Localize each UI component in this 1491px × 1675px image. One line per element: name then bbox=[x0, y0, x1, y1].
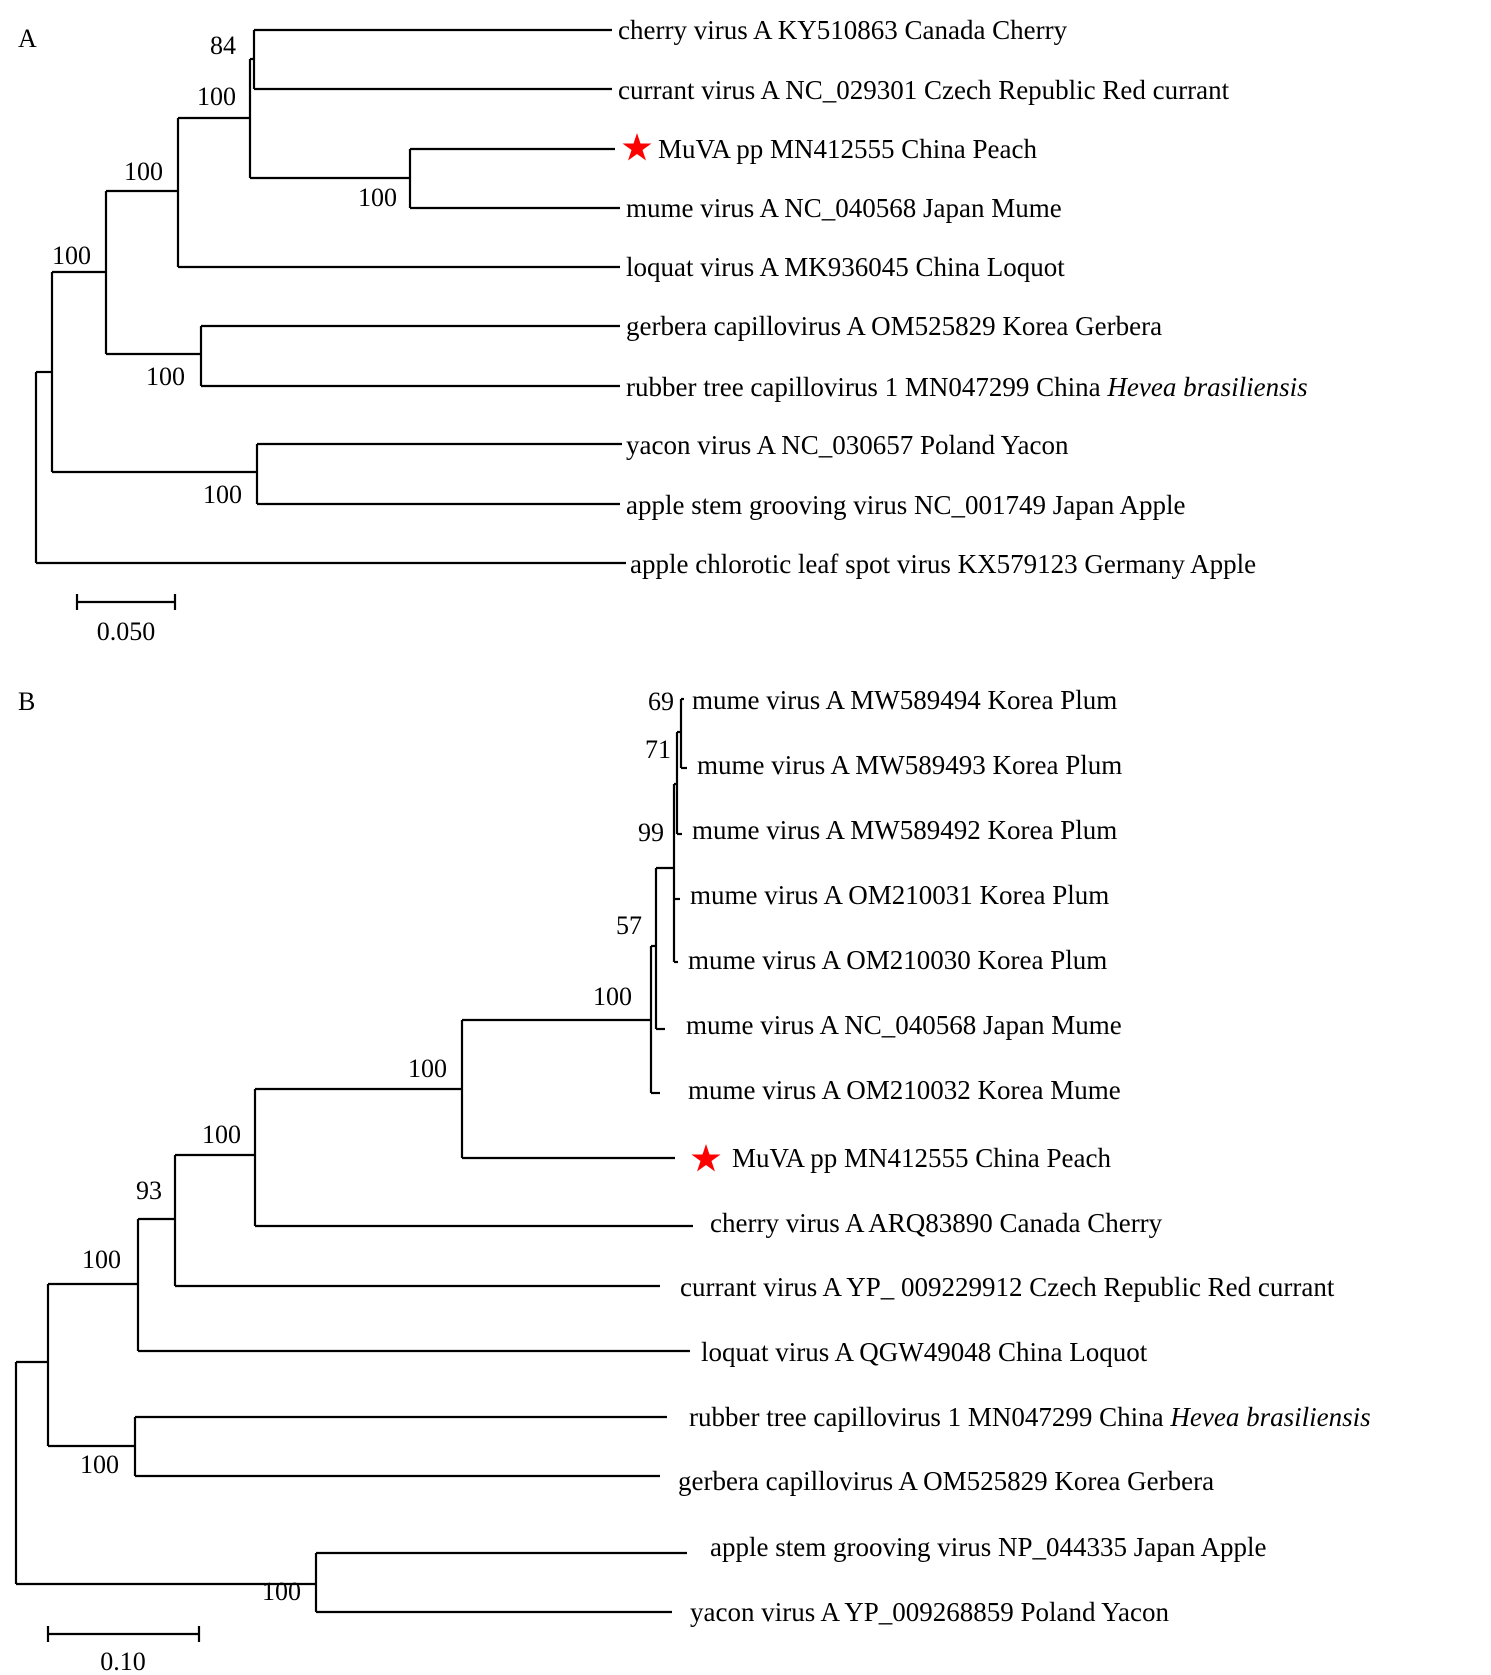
bootstrap-value: 100 bbox=[202, 1120, 241, 1149]
taxon-label: mume virus A MW589492 Korea Plum bbox=[692, 815, 1117, 845]
bootstrap-value: 100 bbox=[52, 241, 91, 270]
taxon-label-italic: Hevea brasiliensis bbox=[1106, 372, 1307, 402]
taxon-label-highlight: MuVA pp MN412555 China Peach bbox=[658, 134, 1038, 164]
taxon-label: yacon virus A YP_009268859 Poland Yacon bbox=[690, 1597, 1170, 1627]
taxon-label: cherry virus A ARQ83890 Canada Cherry bbox=[710, 1208, 1163, 1238]
bootstrap-value: 100 bbox=[124, 157, 163, 186]
scale-bar-b: 0.10 bbox=[46, 1626, 201, 1675]
taxon-label: apple chlorotic leaf spot virus KX579123… bbox=[630, 549, 1256, 579]
bootstrap-value: 84 bbox=[210, 31, 236, 60]
bootstrap-value: 100 bbox=[358, 183, 397, 212]
panel-a-branches bbox=[34, 28, 626, 565]
bootstrap-value: 100 bbox=[262, 1577, 301, 1606]
taxon-label: yacon virus A NC_030657 Poland Yacon bbox=[626, 430, 1069, 460]
taxon-label: mume virus A NC_040568 Japan Mume bbox=[686, 1010, 1122, 1040]
taxon-label-text: rubber tree capillovirus 1 MN047299 Chin… bbox=[626, 372, 1107, 402]
scale-bar-label: 0.050 bbox=[97, 617, 156, 646]
taxon-label: rubber tree capillovirus 1 MN047299 Chin… bbox=[689, 1402, 1371, 1432]
bootstrap-value: 93 bbox=[136, 1176, 162, 1205]
taxon-label-italic: Hevea brasiliensis bbox=[1169, 1402, 1370, 1432]
panel-a-letter: A bbox=[18, 24, 37, 53]
bootstrap-value: 71 bbox=[645, 735, 671, 764]
scale-bar-a: 0.050 bbox=[75, 594, 177, 646]
taxon-label: apple stem grooving virus NC_001749 Japa… bbox=[626, 490, 1185, 520]
taxon-label: currant virus A YP_ 009229912 Czech Repu… bbox=[680, 1272, 1335, 1302]
taxon-label: gerbera capillovirus A OM525829 Korea Ge… bbox=[678, 1466, 1214, 1496]
bootstrap-value: 100 bbox=[146, 362, 185, 391]
scale-bar-label: 0.10 bbox=[100, 1647, 146, 1675]
taxon-label: loquat virus A QGW49048 China Loquot bbox=[701, 1337, 1148, 1367]
taxon-label: mume virus A MW589494 Korea Plum bbox=[692, 685, 1117, 715]
scale-bar-line bbox=[75, 594, 177, 610]
taxon-label-highlight: MuVA pp MN412555 China Peach bbox=[732, 1143, 1112, 1173]
bootstrap-value: 100 bbox=[593, 982, 632, 1011]
taxon-label: mume virus A OM210030 Korea Plum bbox=[688, 945, 1107, 975]
bootstrap-value: 100 bbox=[80, 1450, 119, 1479]
bootstrap-value: 100 bbox=[203, 480, 242, 509]
taxon-label: mume virus A OM210031 Korea Plum bbox=[690, 880, 1109, 910]
panel-a-tree: A bbox=[18, 15, 1308, 646]
bootstrap-value: 69 bbox=[648, 687, 674, 716]
panel-b-branches bbox=[14, 697, 693, 1614]
taxon-label: mume virus A MW589493 Korea Plum bbox=[697, 750, 1122, 780]
taxon-label: mume virus A OM210032 Korea Mume bbox=[688, 1075, 1121, 1105]
taxon-label: mume virus A NC_040568 Japan Mume bbox=[626, 193, 1062, 223]
taxon-label: rubber tree capillovirus 1 MN047299 Chin… bbox=[626, 372, 1308, 402]
taxon-label: apple stem grooving virus NP_044335 Japa… bbox=[710, 1532, 1266, 1562]
panel-b-letter: B bbox=[18, 687, 35, 716]
taxon-label-text: rubber tree capillovirus 1 MN047299 Chin… bbox=[689, 1402, 1170, 1432]
taxon-label: currant virus A NC_029301 Czech Republic… bbox=[618, 75, 1230, 105]
panel-b-tree: B bbox=[14, 685, 1371, 1675]
bootstrap-value: 100 bbox=[82, 1245, 121, 1274]
bootstrap-value: 100 bbox=[197, 82, 236, 111]
bootstrap-value: 100 bbox=[408, 1054, 447, 1083]
bootstrap-value: 99 bbox=[638, 818, 664, 847]
taxon-label: cherry virus A KY510863 Canada Cherry bbox=[618, 15, 1068, 45]
bootstrap-value: 57 bbox=[616, 911, 642, 940]
taxon-label: gerbera capillovirus A OM525829 Korea Ge… bbox=[626, 311, 1162, 341]
star-icon bbox=[691, 1144, 721, 1172]
star-icon bbox=[622, 133, 652, 161]
scale-bar-line bbox=[46, 1626, 201, 1642]
taxon-label: loquat virus A MK936045 China Loquot bbox=[626, 252, 1065, 282]
